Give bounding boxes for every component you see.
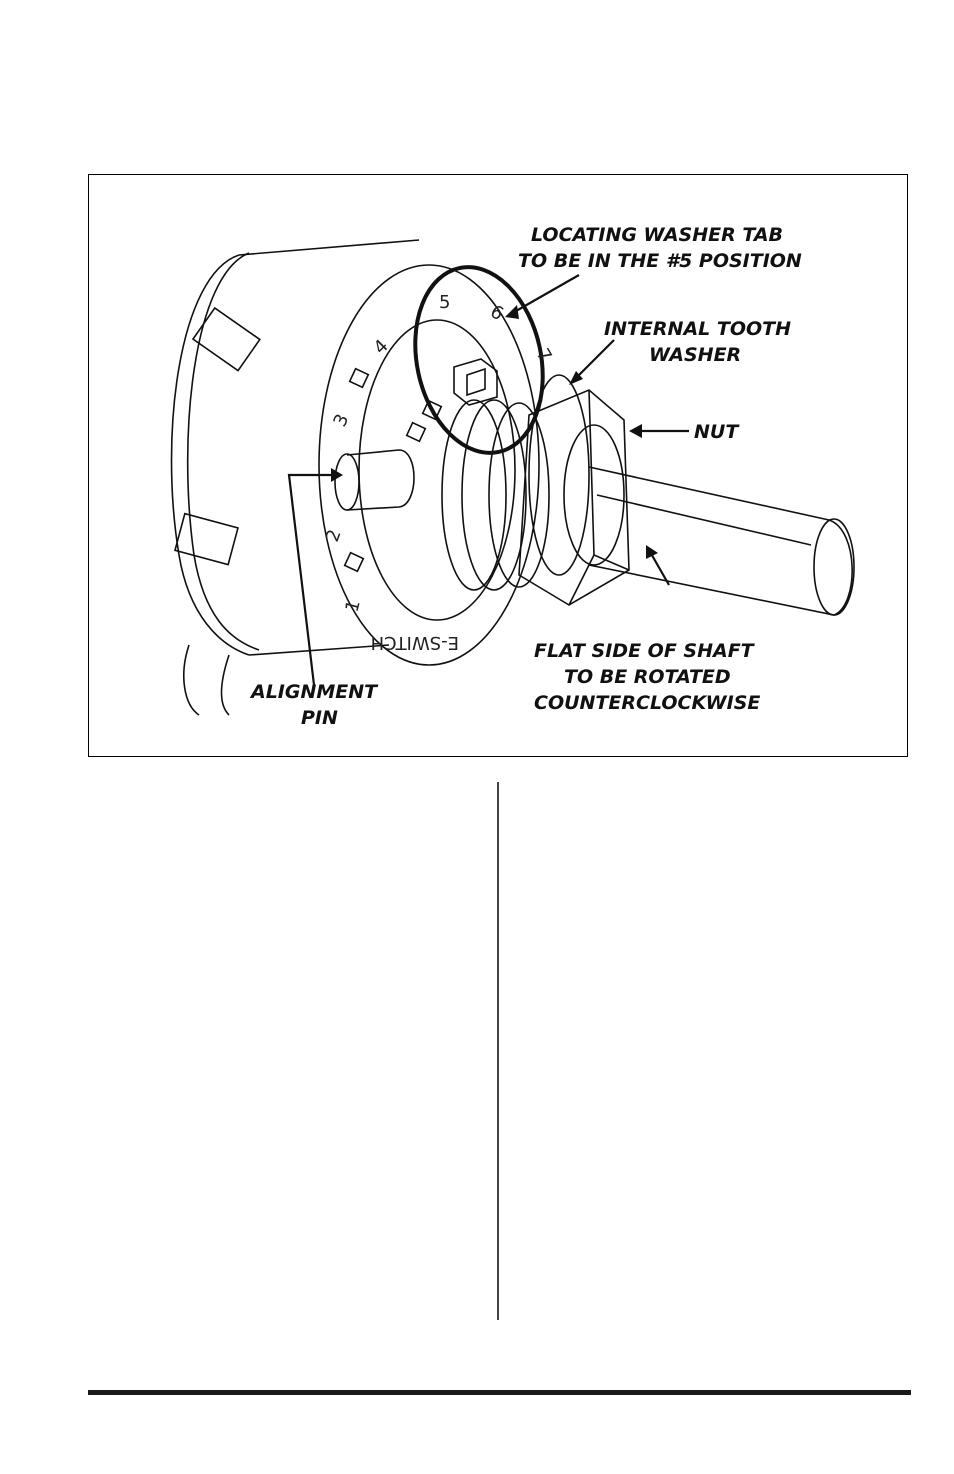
dial-number-6: 6 bbox=[487, 301, 507, 325]
dial-number-3: 3 bbox=[329, 411, 353, 430]
housing-tab-upper bbox=[193, 308, 260, 371]
callout-pin-line-1: ALIGNMENT bbox=[249, 681, 379, 703]
dial-numbers: 1 2 3 4 5 6 7 E-SWITCH bbox=[322, 292, 556, 653]
dial-brand-label: E-SWITCH bbox=[371, 632, 459, 653]
footer-rule bbox=[88, 1390, 911, 1395]
callout-locating-line-1: LOCATING WASHER TAB bbox=[531, 224, 783, 246]
arrow-alignment-pin bbox=[289, 475, 339, 685]
callout-shaft-line-1: FLAT SIDE OF SHAFT bbox=[534, 640, 756, 662]
arrow-locating-tab bbox=[509, 275, 579, 315]
callout-locating-washer-tab: LOCATING WASHER TAB TO BE IN THE #5 POSI… bbox=[518, 224, 802, 272]
locating-washer-tab bbox=[454, 359, 497, 405]
callout-nut-line-1: NUT bbox=[694, 421, 740, 443]
dial-number-1: 1 bbox=[342, 598, 365, 614]
dial-number-4: 4 bbox=[370, 336, 393, 359]
callout-internal-tooth-washer: INTERNAL TOOTH WASHER bbox=[604, 318, 791, 366]
callout-nut: NUT bbox=[694, 421, 740, 443]
bushing-ring-1 bbox=[442, 400, 506, 590]
callout-locating-line-2: TO BE IN THE #5 POSITION bbox=[518, 250, 802, 272]
rotary-switch-diagram: 1 2 3 4 5 6 7 E-SWITCH LOCATING WASHER T… bbox=[89, 175, 909, 758]
callout-alignment-pin: ALIGNMENT PIN bbox=[249, 681, 379, 729]
bushing-ring-3 bbox=[489, 403, 549, 587]
dial-number-5: 5 bbox=[439, 292, 450, 313]
arrow-tooth-washer bbox=[574, 340, 614, 380]
figure-frame: 1 2 3 4 5 6 7 E-SWITCH LOCATING WASHER T… bbox=[88, 174, 908, 757]
bushing-ring-2 bbox=[462, 400, 526, 590]
dial-number-2: 2 bbox=[322, 527, 346, 545]
callout-washer-line-2: WASHER bbox=[649, 344, 741, 366]
callout-washer-line-1: INTERNAL TOOTH bbox=[604, 318, 791, 340]
callout-shaft-line-3: COUNTERCLOCKWISE bbox=[534, 692, 760, 714]
column-divider bbox=[497, 782, 499, 1320]
housing-tab-lower bbox=[175, 514, 238, 565]
callout-flat-side-of-shaft: FLAT SIDE OF SHAFT TO BE ROTATED COUNTER… bbox=[534, 640, 760, 714]
callout-shaft-line-2: TO BE ROTATED bbox=[564, 666, 731, 688]
callout-pin-line-2: PIN bbox=[301, 707, 338, 729]
alignment-pin bbox=[347, 450, 414, 510]
